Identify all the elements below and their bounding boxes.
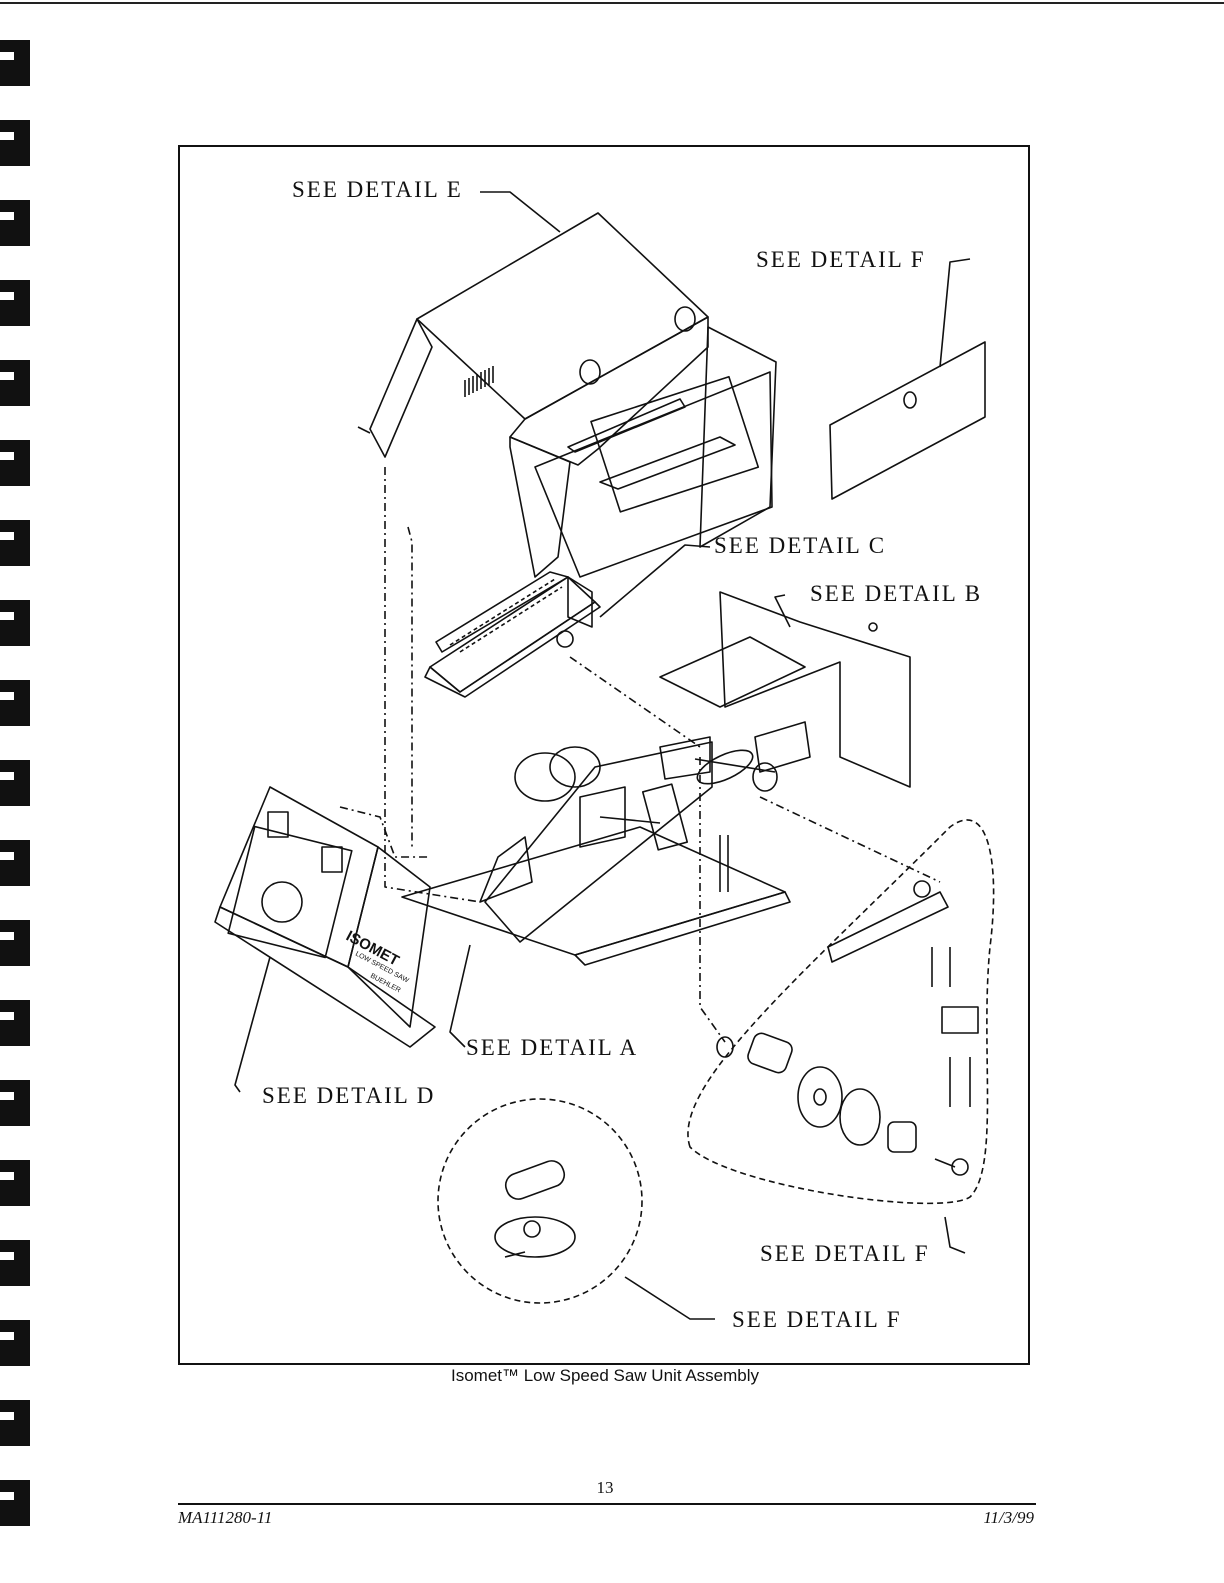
figure-frame: ISOMET LOW SPEED SAW BUEHLER [178,145,1030,1365]
callout-detail-a: SEE DETAIL A [466,1035,638,1061]
detail-inset [438,1099,642,1303]
callout-detail-f-top: SEE DETAIL F [756,247,926,273]
callout-detail-b: SEE DETAIL B [810,581,982,607]
figure-caption: Isomet™ Low Speed Saw Unit Assembly [0,1366,1210,1386]
binding-holes [0,0,40,1583]
callout-detail-f-bottom: SEE DETAIL F [732,1307,902,1333]
callout-detail-e: SEE DETAIL E [292,177,463,203]
base-and-motor [402,737,790,965]
exploded-assembly-drawing: ISOMET LOW SPEED SAW BUEHLER [180,147,1028,1363]
callout-detail-d: SEE DETAIL D [262,1083,435,1109]
footer-rule [178,1503,1036,1505]
document-date: 11/3/99 [983,1508,1034,1528]
leader-lines [235,192,970,1319]
callout-detail-c: SEE DETAIL C [714,533,886,559]
saw-cover [358,213,776,577]
document-id: MA111280-11 [178,1508,272,1528]
tray-bracket [660,592,910,787]
top-edge-line [0,2,1224,4]
callout-detail-f-right: SEE DETAIL F [760,1241,930,1267]
side-plate [830,342,985,499]
page-number: 13 [0,1478,1210,1498]
blade-hardware [688,820,994,1203]
specimen-arm [425,572,600,697]
control-panel: ISOMET LOW SPEED SAW BUEHLER [215,787,435,1047]
